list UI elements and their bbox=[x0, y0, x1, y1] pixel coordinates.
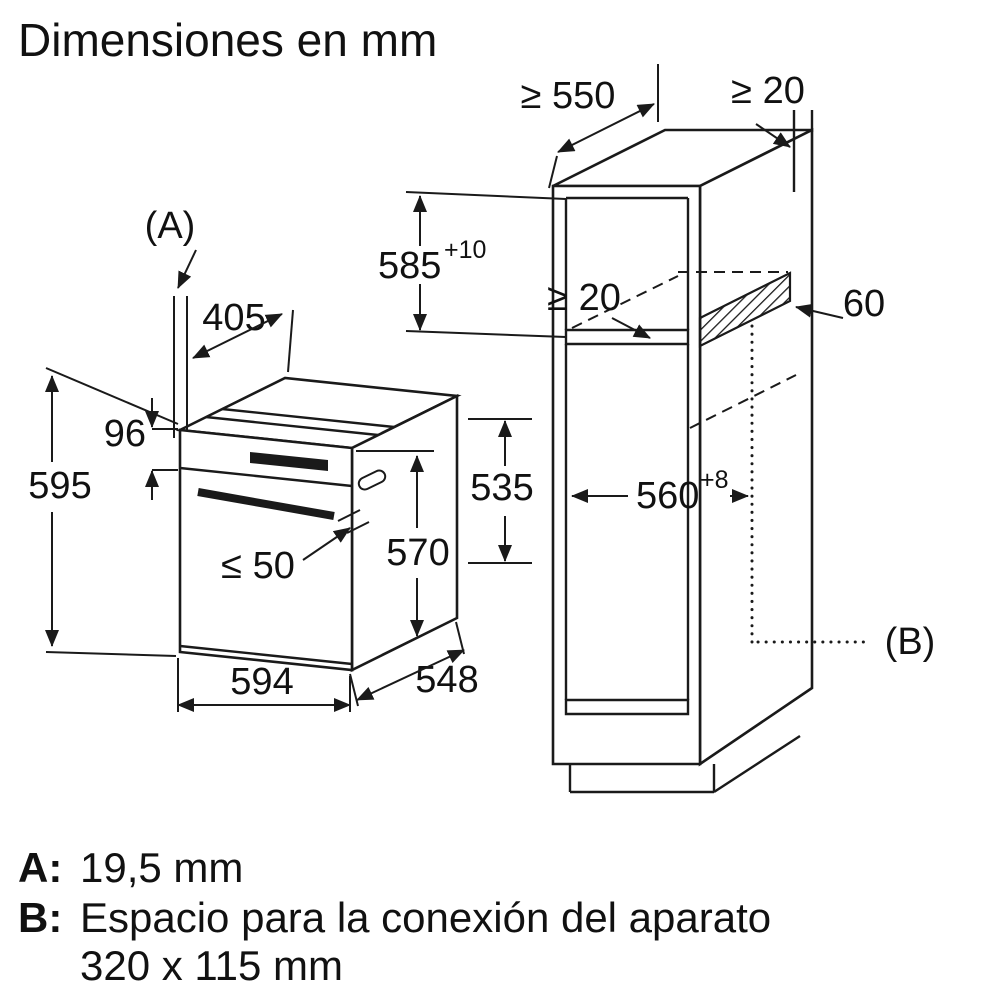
dim-96-label: 96 bbox=[104, 413, 146, 455]
dim-ge550-label: ≥ 550 bbox=[521, 75, 616, 117]
dim-585-sup-label: +10 bbox=[444, 236, 486, 264]
dim-le50-label: ≤ 50 bbox=[221, 545, 295, 587]
dim-585-label: 585 bbox=[378, 245, 441, 287]
dim-594: 594 bbox=[177, 658, 351, 712]
dim-594-label: 594 bbox=[230, 661, 293, 703]
dim-a-label: (A) bbox=[145, 205, 196, 247]
legend-b-value: Espacio para la conexión del aparato bbox=[80, 894, 771, 941]
dim-560-sup-label: +8 bbox=[700, 466, 729, 494]
cabinet-drawing: ≥ 550 ≥ 20 585 +10 ≥ 20 60 bbox=[378, 64, 936, 794]
dim-le50: ≤ 50 bbox=[221, 509, 370, 587]
dim-570-label: 570 bbox=[386, 532, 449, 574]
dim-ge550: ≥ 550 bbox=[521, 64, 659, 189]
dim-ge20-mid: ≥ 20 bbox=[547, 277, 651, 339]
legend-a-key: A: bbox=[18, 844, 62, 891]
dim-548-label: 548 bbox=[415, 659, 478, 701]
dim-60-label: 60 bbox=[843, 283, 885, 325]
dim-560-label: 560 bbox=[636, 475, 699, 517]
oven-side-slot bbox=[357, 469, 387, 491]
oven-body bbox=[175, 376, 462, 673]
dim-60: 60 bbox=[795, 283, 885, 325]
dim-560: 560 +8 bbox=[571, 466, 749, 517]
dim-a: (A) bbox=[145, 205, 197, 438]
dim-ge20-top-label: ≥ 20 bbox=[731, 70, 805, 112]
dim-ge20-top: ≥ 20 bbox=[731, 70, 805, 148]
oven-drawing: (A) 405 96 595 ≤ 50 bbox=[28, 205, 534, 712]
legend: A: 19,5 mm B: Espacio para la conexión d… bbox=[18, 844, 771, 989]
legend-a-value: 19,5 mm bbox=[80, 844, 243, 891]
dim-405-label: 405 bbox=[202, 297, 265, 339]
dim-b-label: (B) bbox=[885, 621, 936, 663]
dim-595-label: 595 bbox=[28, 465, 91, 507]
legend-b-key: B: bbox=[18, 894, 62, 941]
dim-548: 548 bbox=[349, 621, 479, 707]
page-title: Dimensiones en mm bbox=[18, 14, 437, 66]
dim-535: 535 bbox=[468, 418, 534, 564]
oven-display bbox=[250, 452, 328, 471]
dim-405: 405 bbox=[192, 297, 294, 373]
dim-585: 585 +10 bbox=[378, 191, 567, 338]
dim-96: 96 bbox=[104, 398, 178, 500]
connection-recess-hatch bbox=[698, 271, 792, 348]
dim-b: (B) bbox=[750, 324, 936, 663]
legend-b-value-2: 320 x 115 mm bbox=[80, 942, 343, 989]
dim-535-label: 535 bbox=[470, 467, 533, 509]
dim-ge20-mid-label: ≥ 20 bbox=[547, 277, 621, 319]
dim-595: 595 bbox=[28, 367, 179, 657]
dim-570: 570 bbox=[356, 450, 450, 637]
oven-handle bbox=[197, 488, 335, 520]
cabinet-body bbox=[551, 110, 814, 794]
